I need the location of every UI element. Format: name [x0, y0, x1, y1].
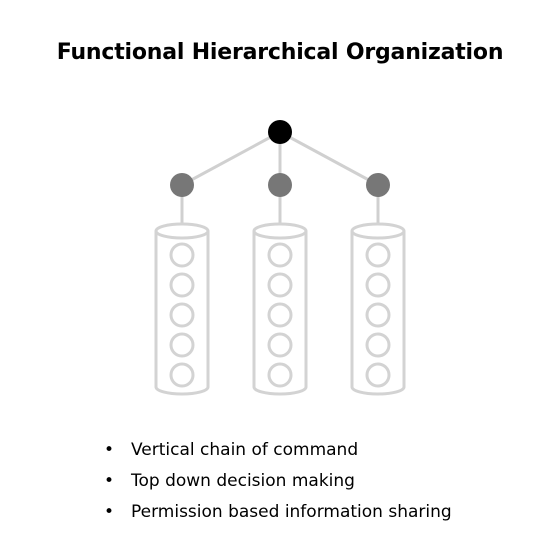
department-member-node	[169, 302, 195, 328]
silo-body	[350, 231, 406, 396]
root-node	[268, 120, 292, 144]
department-member-node	[365, 362, 391, 388]
bullet-text: Vertical chain of command	[131, 440, 359, 460]
page-title: Functional Hierarchical Organization	[56, 40, 504, 65]
department-member-node	[169, 332, 195, 358]
department-head-node	[268, 173, 292, 197]
bullet-item: • Permission based information sharing	[104, 500, 452, 531]
department-silo	[154, 222, 210, 396]
silo-top	[154, 222, 210, 240]
bullet-text: Permission based information sharing	[131, 502, 452, 522]
department-silo	[252, 222, 308, 396]
department-head-node	[366, 173, 390, 197]
department-member-node	[267, 332, 293, 358]
department-member-node	[267, 362, 293, 388]
silo-top	[350, 222, 406, 240]
bullet-list: • Vertical chain of command • Top down d…	[104, 438, 452, 531]
bullet-dot: •	[104, 502, 115, 522]
department-member-node	[365, 242, 391, 268]
department-member-node	[365, 272, 391, 298]
department-silo	[350, 222, 406, 396]
connector-root-to-dept-3	[279, 130, 379, 187]
department-member-node	[169, 242, 195, 268]
department-member-node	[267, 242, 293, 268]
bullet-item: • Vertical chain of command	[104, 438, 452, 469]
silo-body	[252, 231, 308, 396]
department-member-node	[365, 302, 391, 328]
silo-top	[252, 222, 308, 240]
connector-root-to-dept-1	[181, 130, 281, 187]
department-member-node	[169, 362, 195, 388]
department-silos	[154, 222, 406, 396]
department-member-node	[267, 302, 293, 328]
department-head-node	[170, 173, 194, 197]
bullet-dot: •	[104, 440, 115, 460]
department-member-node	[169, 272, 195, 298]
bullet-item: • Top down decision making	[104, 469, 452, 500]
bullet-dot: •	[104, 471, 115, 491]
bullet-text: Top down decision making	[131, 471, 355, 491]
department-member-node	[267, 272, 293, 298]
department-member-node	[365, 332, 391, 358]
silo-body	[154, 231, 210, 396]
